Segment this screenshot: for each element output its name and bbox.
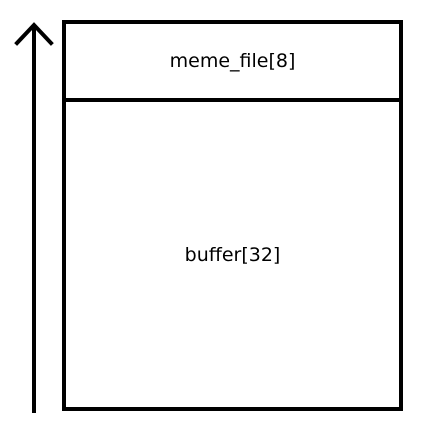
buffer-label: buffer[32] [184,243,281,266]
arrow-head-icon [14,22,54,46]
meme-file-region: meme_file[8] [66,24,399,102]
buffer-region: buffer[32] [66,102,399,407]
memory-block: meme_file[8] buffer[32] [62,20,403,411]
meme-file-label: meme_file[8] [169,50,296,72]
